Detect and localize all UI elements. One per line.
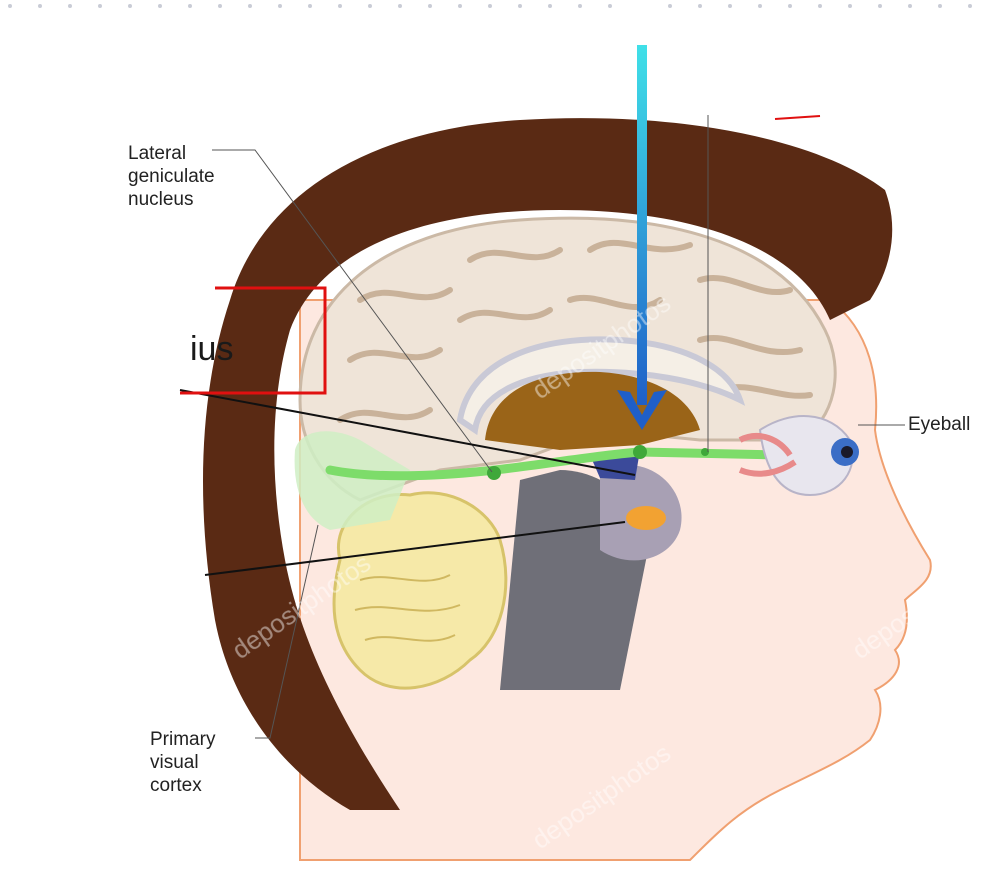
top-dotted-border — [8, 4, 972, 8]
eyeball-label: Eyeball — [908, 414, 971, 435]
visual-cortex — [294, 431, 410, 530]
optic-nerve-node — [701, 448, 709, 456]
red-bracket-box — [180, 286, 327, 395]
lgn-label-line2: geniculate — [128, 166, 215, 187]
eyeball — [738, 415, 859, 497]
v1-label-line2: visual — [150, 752, 199, 773]
leader-lines — [212, 115, 905, 739]
v1-label: Primary visual cortex — [150, 728, 215, 797]
skull — [203, 118, 893, 810]
corpus-callosum — [456, 336, 746, 436]
pituitary — [626, 506, 666, 530]
svg-text:depositphotos: depositphotos — [216, 27, 366, 144]
red-mark — [774, 115, 821, 120]
lgn-label-line3: nucleus — [128, 189, 194, 210]
down-arrow — [617, 45, 667, 430]
v1-label-line1: Primary — [150, 729, 216, 750]
cerebellum-folia — [354, 574, 461, 642]
partial-overlay-text: ius — [190, 330, 234, 368]
v1-label-line3: cortex — [150, 775, 202, 796]
brain-gyri — [337, 239, 813, 423]
lgn-label: Lateral geniculate nucleus — [128, 142, 215, 211]
lgn-label-line1: Lateral — [128, 143, 187, 164]
chiasm-node — [633, 445, 647, 459]
annotation-lines — [179, 389, 636, 576]
